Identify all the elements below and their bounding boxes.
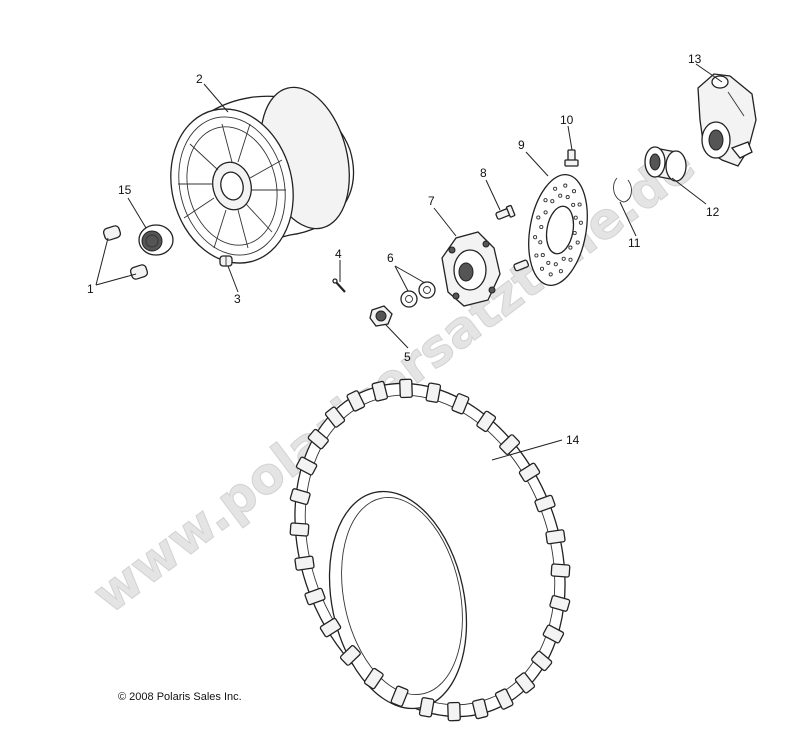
bearing bbox=[644, 146, 687, 182]
tread-block bbox=[371, 380, 389, 402]
callout-2: 2 bbox=[196, 72, 203, 86]
valve-stem bbox=[219, 255, 233, 267]
disc-hole bbox=[553, 186, 558, 191]
disc-hole bbox=[568, 245, 573, 250]
tread-block bbox=[324, 406, 346, 428]
tread-block bbox=[399, 378, 413, 399]
copyright-text: © 2008 Polaris Sales Inc. bbox=[118, 691, 242, 703]
tread-block bbox=[295, 456, 318, 476]
tread-block bbox=[534, 494, 556, 513]
callout-11: 11 bbox=[628, 236, 641, 250]
tread-block bbox=[550, 563, 571, 578]
callout-6: 6 bbox=[387, 251, 394, 265]
callout-3: 3 bbox=[234, 292, 241, 306]
tread-block bbox=[471, 698, 489, 720]
tread-block bbox=[418, 697, 435, 718]
retaining-ring bbox=[613, 177, 632, 203]
tread-block bbox=[319, 617, 342, 638]
callout-10: 10 bbox=[560, 113, 574, 127]
tread-block bbox=[499, 434, 521, 455]
disc-hole bbox=[575, 240, 580, 245]
cotter-pin bbox=[332, 278, 346, 293]
disc-hole bbox=[578, 220, 583, 225]
tread-block bbox=[494, 688, 514, 710]
disc-hole bbox=[563, 183, 568, 188]
disc-hole bbox=[538, 240, 543, 245]
tread-block bbox=[346, 390, 366, 412]
callout-12: 12 bbox=[706, 205, 720, 219]
tread-block bbox=[514, 672, 536, 694]
center-cap bbox=[138, 224, 174, 256]
disc-hole bbox=[533, 235, 538, 240]
tread-block bbox=[294, 555, 315, 571]
washers bbox=[400, 281, 436, 308]
callout-7: 7 bbox=[428, 194, 435, 208]
disc-hole bbox=[565, 195, 570, 200]
knuckle bbox=[697, 73, 757, 167]
callout-5: 5 bbox=[404, 350, 411, 364]
disc-hole bbox=[553, 262, 558, 267]
brake-disc-bolts bbox=[495, 204, 530, 272]
tread-block bbox=[545, 529, 566, 545]
disc-hole bbox=[543, 210, 548, 215]
leader-lines bbox=[95, 63, 723, 461]
disc-hole bbox=[558, 193, 563, 198]
tread-block bbox=[542, 624, 565, 644]
callout-9: 9 bbox=[518, 138, 525, 152]
tread-block bbox=[339, 645, 361, 666]
callout-14: 14 bbox=[566, 433, 580, 447]
tread-block bbox=[531, 650, 553, 672]
disc-hole bbox=[561, 256, 566, 261]
callout-15: 15 bbox=[118, 183, 132, 197]
disc-hole bbox=[572, 230, 577, 236]
disc-hole bbox=[543, 198, 548, 203]
wheel-hub bbox=[441, 231, 501, 307]
disc-hole bbox=[540, 253, 545, 258]
disc-hole bbox=[571, 202, 576, 207]
tread-block bbox=[447, 701, 461, 722]
tread-block bbox=[549, 594, 571, 612]
tread-block bbox=[289, 522, 310, 537]
tire bbox=[289, 378, 571, 722]
brake-disc bbox=[528, 173, 588, 287]
tread-block bbox=[289, 488, 311, 506]
tread-block bbox=[518, 462, 541, 483]
lug-studs bbox=[102, 225, 149, 280]
callout-13: 13 bbox=[688, 52, 702, 66]
bolt bbox=[564, 149, 579, 167]
disc-hole bbox=[539, 266, 545, 271]
disc-hole bbox=[577, 202, 582, 207]
disc-hole bbox=[550, 199, 555, 204]
callouts: 1 2 3 4 5 6 7 8 9 10 11 12 13 14 15 bbox=[87, 52, 720, 447]
wheel-rim bbox=[170, 86, 355, 264]
tread-block bbox=[476, 410, 497, 433]
tread-block bbox=[363, 667, 384, 690]
disc-hole bbox=[571, 189, 577, 194]
disc-hole bbox=[573, 215, 578, 220]
callout-1: 1 bbox=[87, 282, 94, 296]
disc-hole bbox=[548, 272, 553, 277]
tread-block bbox=[451, 393, 470, 415]
disc-hole bbox=[534, 253, 539, 258]
disc-hole bbox=[546, 260, 551, 265]
tread-block bbox=[307, 428, 329, 450]
tread-block bbox=[304, 587, 326, 606]
tread-block bbox=[425, 382, 442, 403]
disc-hole bbox=[568, 257, 573, 262]
callout-4: 4 bbox=[335, 247, 342, 261]
disc-hole bbox=[539, 224, 544, 230]
disc-hole bbox=[536, 215, 541, 220]
tire-tread bbox=[289, 378, 571, 722]
disc-hole bbox=[558, 269, 563, 274]
callout-8: 8 bbox=[480, 166, 487, 180]
tread-block bbox=[390, 685, 409, 707]
castle-nut bbox=[369, 305, 393, 327]
